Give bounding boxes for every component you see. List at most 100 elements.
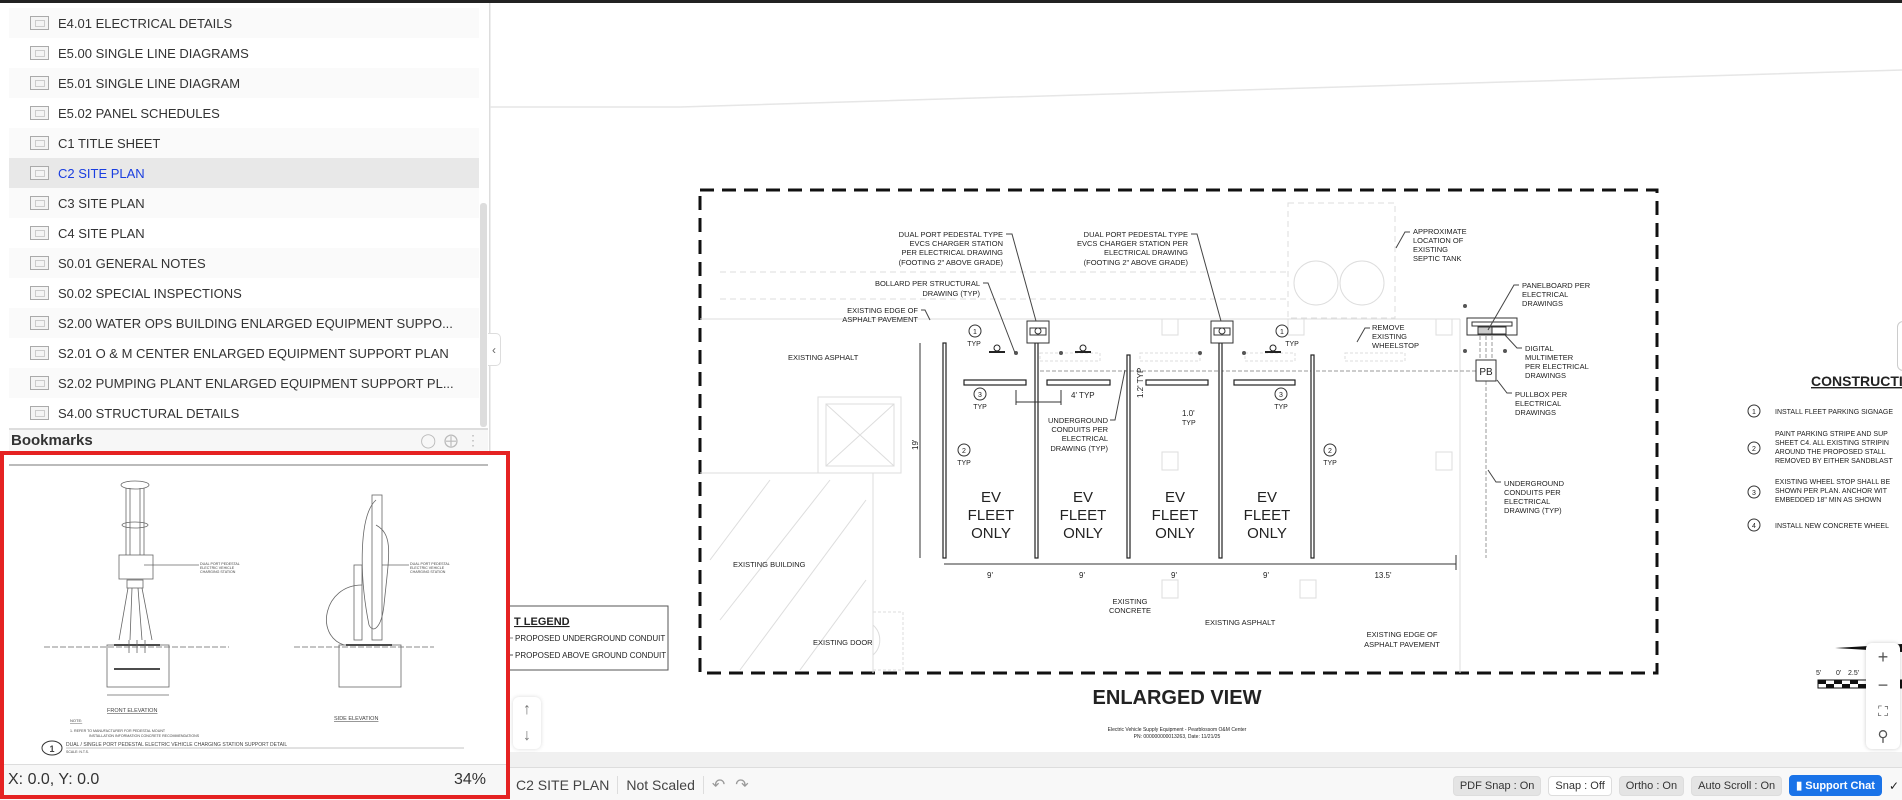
svg-text:ASPHALT PAVEMENT: ASPHALT PAVEMENT bbox=[842, 315, 918, 324]
enlarged-view-frame bbox=[698, 188, 1659, 675]
svg-text:ONLY: ONLY bbox=[971, 525, 1011, 542]
svg-text:PULLBOX PER: PULLBOX PER bbox=[1515, 390, 1568, 399]
sheet-label: E5.00 SINGLE LINE DIAGRAMS bbox=[58, 45, 249, 61]
svg-text:ELECTRICAL: ELECTRICAL bbox=[1522, 290, 1568, 299]
sheet-label: C1 TITLE SHEET bbox=[58, 135, 161, 151]
search-icon[interactable]: ⚲ bbox=[1877, 728, 1889, 746]
zoom-in-icon[interactable]: + bbox=[1877, 646, 1889, 667]
svg-text:3: 3 bbox=[978, 392, 982, 399]
sheet-item[interactable]: E5.02 PANEL SCHEDULES bbox=[9, 98, 479, 128]
more-options-icon[interactable]: ⋮ bbox=[466, 432, 480, 448]
sheet-item[interactable]: C4 SITE PLAN bbox=[9, 218, 479, 248]
zoom-level: 34% bbox=[453, 771, 486, 788]
detail-number-marker bbox=[41, 740, 63, 756]
fit-screen-icon[interactable]: ⛶ bbox=[1878, 703, 1888, 720]
sheet-edge bbox=[490, 69, 1902, 108]
sheet-item[interactable]: C1 TITLE SHEET bbox=[9, 128, 479, 158]
charger-pedestal bbox=[1026, 320, 1050, 344]
scale-label: 5' bbox=[1816, 670, 1821, 677]
divider bbox=[617, 776, 619, 794]
sheet-icon bbox=[30, 286, 49, 300]
sheet-item[interactable]: S2.01 O & M CENTER ENLARGED EQUIPMENT SU… bbox=[9, 338, 479, 368]
snap-toggle[interactable]: Snap : Off bbox=[1548, 775, 1612, 796]
svg-text:DRAWING (TYP): DRAWING (TYP) bbox=[1504, 506, 1562, 515]
svg-text:LOCATION OF: LOCATION OF bbox=[1413, 236, 1464, 245]
sheet-list-scrollbar[interactable] bbox=[480, 203, 487, 427]
svg-text:ELECTRICAL: ELECTRICAL bbox=[1515, 399, 1561, 408]
collapse-sidebar-button[interactable]: ‹ bbox=[488, 333, 501, 366]
svg-text:DUAL PORT PEDESTAL TYPE: DUAL PORT PEDESTAL TYPE bbox=[1084, 230, 1188, 239]
sheet-item[interactable]: S2.00 WATER OPS BUILDING ENLARGED EQUIPM… bbox=[9, 308, 479, 338]
note-line: PAINT PARKING STRIPE AND SUP bbox=[1775, 431, 1888, 438]
arrow-down-icon[interactable]: ↓ bbox=[523, 727, 531, 744]
side-panel-tab[interactable] bbox=[1897, 321, 1902, 371]
note-line: EMBEDDED 18" MIN AS SHOWN bbox=[1775, 497, 1881, 504]
add-bookmark-icon[interactable]: ⨁ bbox=[444, 432, 458, 448]
sheet-icon bbox=[30, 226, 49, 240]
sheet-item[interactable]: E5.00 SINGLE LINE DIAGRAMS bbox=[9, 38, 479, 68]
svg-text:REMOVE: REMOVE bbox=[1372, 323, 1405, 332]
svg-text:EV: EV bbox=[981, 489, 1001, 506]
sheet-icon bbox=[30, 316, 49, 330]
redo-icon[interactable]: ↷ bbox=[735, 777, 749, 794]
sheet-item[interactable]: S0.02 SPECIAL INSPECTIONS bbox=[9, 278, 479, 308]
svg-text:BOLLARD PER STRUCTURAL: BOLLARD PER STRUCTURAL bbox=[875, 279, 980, 288]
legend-item: PROPOSED ABOVE GROUND CONDUIT bbox=[515, 651, 666, 660]
sheet-item[interactable]: S2.02 PUMPING PLANT ENLARGED EQUIPMENT S… bbox=[9, 368, 479, 398]
svg-text:EVCS CHARGER STATION PER: EVCS CHARGER STATION PER bbox=[1077, 239, 1189, 248]
support-chat-button[interactable]: ▮ Support Chat bbox=[1789, 775, 1882, 796]
sheet-item[interactable]: S4.00 STRUCTURAL DETAILS bbox=[9, 398, 479, 428]
search-icon[interactable]: ◯ bbox=[420, 432, 436, 448]
sheet-item[interactable]: C3 SITE PLAN bbox=[9, 188, 479, 218]
sheet-item[interactable]: S0.01 GENERAL NOTES bbox=[9, 248, 479, 278]
svg-text:DRAWING (TYP): DRAWING (TYP) bbox=[1050, 444, 1108, 453]
zoom-controls: + − ⛶ ⚲ bbox=[1866, 643, 1900, 749]
sidebar-status: X: 0.0, Y: 0.0 34% bbox=[4, 764, 506, 795]
sheet-item[interactable]: E4.01 ELECTRICAL DETAILS bbox=[9, 8, 479, 38]
ortho-toggle[interactable]: Ortho : On bbox=[1618, 775, 1685, 796]
scale-status[interactable]: Not Scaled bbox=[626, 777, 695, 793]
side-elevation-label: SIDE ELEVATION bbox=[334, 716, 378, 722]
auto-scroll-toggle[interactable]: Auto Scroll : On bbox=[1691, 775, 1783, 796]
svg-text:DRAWINGS: DRAWINGS bbox=[1515, 408, 1556, 417]
svg-text:DUAL PORT PEDESTAL TYPE: DUAL PORT PEDESTAL TYPE bbox=[899, 230, 1003, 239]
support-chat-label: Support Chat bbox=[1805, 780, 1875, 792]
svg-text:ONLY: ONLY bbox=[1247, 525, 1287, 542]
svg-text:CONCRETE: CONCRETE bbox=[1109, 606, 1151, 615]
undo-icon[interactable]: ↶ bbox=[711, 777, 726, 794]
svg-text:ASPHALT PAVEMENT: ASPHALT PAVEMENT bbox=[1364, 640, 1440, 649]
zoom-out-icon[interactable]: − bbox=[1877, 674, 1889, 695]
detail-number: 1 bbox=[49, 744, 54, 754]
sheet-icon bbox=[30, 406, 49, 420]
sheet-icon bbox=[30, 136, 49, 150]
svg-text:(FOOTING 2" ABOVE GRADE): (FOOTING 2" ABOVE GRADE) bbox=[899, 258, 1004, 267]
svg-text:DIGITAL: DIGITAL bbox=[1525, 344, 1554, 353]
sheet-item[interactable]: E5.01 SINGLE LINE DIAGRAM bbox=[9, 68, 479, 98]
svg-text:EXISTING: EXISTING bbox=[1372, 332, 1407, 341]
sheet-label: S2.02 PUMPING PLANT ENLARGED EQUIPMENT S… bbox=[58, 375, 454, 391]
svg-text:1: 1 bbox=[1280, 329, 1284, 336]
svg-text:FLEET: FLEET bbox=[1060, 507, 1107, 524]
stall-dim: 9' bbox=[987, 571, 993, 580]
svg-text:CHARGING STATION: CHARGING STATION bbox=[410, 570, 446, 574]
arrow-up-icon[interactable]: ↑ bbox=[523, 701, 531, 718]
svg-text:APPROXIMATE: APPROXIMATE bbox=[1413, 227, 1467, 236]
canvas-bottom-band bbox=[490, 752, 1902, 767]
svg-text:ELECTRICAL DRAWING: ELECTRICAL DRAWING bbox=[1104, 248, 1188, 257]
pdf-snap-toggle[interactable]: PDF Snap : On bbox=[1452, 775, 1542, 796]
sheet-label: C2 SITE PLAN bbox=[58, 165, 145, 181]
svg-text:DRAWING (TYP): DRAWING (TYP) bbox=[922, 289, 980, 298]
svg-text:PER ELECTRICAL: PER ELECTRICAL bbox=[1525, 362, 1589, 371]
sheet-list: E4.01 ELECTRICAL DETAILS E5.00 SINGLE LI… bbox=[9, 8, 479, 428]
sheet-item-selected[interactable]: C2 SITE PLAN bbox=[9, 158, 479, 188]
